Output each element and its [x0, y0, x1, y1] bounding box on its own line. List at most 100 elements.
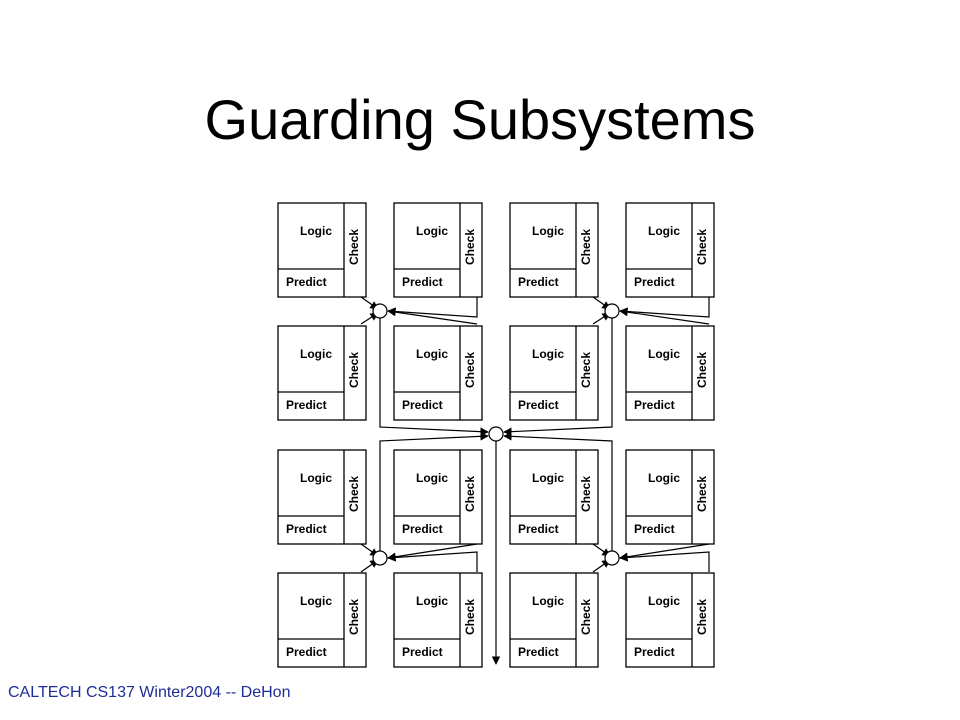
logic-label: Logic: [300, 594, 332, 608]
logic-label: Logic: [532, 347, 564, 361]
logic-label: Logic: [416, 471, 448, 485]
check-label: Check: [579, 352, 593, 388]
predict-label: Predict: [402, 398, 443, 412]
check-label: Check: [695, 476, 709, 512]
logic-label: Logic: [532, 224, 564, 238]
predict-label: Predict: [402, 645, 443, 659]
join-node: [372, 303, 388, 319]
predict-label: Predict: [402, 522, 443, 536]
cell-border: [509, 572, 599, 668]
check-label: Check: [347, 352, 361, 388]
predict-label: Predict: [402, 275, 443, 289]
logic-label: Logic: [300, 347, 332, 361]
cell-border: [277, 572, 367, 668]
footer-text: CALTECH CS137 Winter2004 -- DeHon: [8, 684, 291, 701]
check-wiring: [360, 296, 710, 665]
cell-border: [625, 449, 715, 545]
logic-label: Logic: [648, 471, 680, 485]
predict-label: Predict: [634, 398, 675, 412]
slide-title: Guarding Subsystems: [204, 88, 756, 151]
predict-label: Predict: [286, 645, 327, 659]
wire: [503, 432, 613, 551]
cell-border: [393, 572, 483, 668]
cell-border: [509, 202, 599, 298]
check-label: Check: [695, 352, 709, 388]
predict-label: Predict: [286, 398, 327, 412]
cell-border: [625, 572, 715, 668]
predict-label: Predict: [518, 522, 559, 536]
cell-border: [277, 449, 367, 545]
logic-label: Logic: [532, 594, 564, 608]
check-label: Check: [695, 229, 709, 265]
predict-label: Predict: [518, 398, 559, 412]
cell-border: [509, 325, 599, 421]
wire: [379, 432, 489, 551]
cell-border: [625, 325, 715, 421]
wire: [387, 297, 478, 318]
check-label: Check: [347, 229, 361, 265]
cell-border: [393, 202, 483, 298]
check-label: Check: [695, 599, 709, 635]
check-label: Check: [463, 229, 477, 265]
check-label: Check: [463, 476, 477, 512]
logic-label: Logic: [532, 471, 564, 485]
check-label: Check: [463, 599, 477, 635]
predict-label: Predict: [518, 275, 559, 289]
logic-label: Logic: [416, 347, 448, 361]
check-label: Check: [579, 599, 593, 635]
join-node: [604, 303, 620, 319]
predict-label: Predict: [634, 275, 675, 289]
check-label: Check: [579, 229, 593, 265]
join-points: [372, 303, 620, 566]
wire: [387, 551, 478, 572]
check-label: Check: [463, 352, 477, 388]
cell-border: [277, 325, 367, 421]
cell-border: [625, 202, 715, 298]
wire: [379, 318, 489, 436]
check-label: Check: [347, 476, 361, 512]
predict-label: Predict: [634, 522, 675, 536]
logic-label: Logic: [416, 224, 448, 238]
logic-label: Logic: [300, 471, 332, 485]
check-label: Check: [347, 599, 361, 635]
logic-label: Logic: [648, 594, 680, 608]
cell-border: [277, 202, 367, 298]
predict-label: Predict: [634, 645, 675, 659]
wire: [619, 543, 710, 561]
logic-label: Logic: [300, 224, 332, 238]
join-node: [372, 550, 388, 566]
check-label: Check: [579, 476, 593, 512]
logic-label: Logic: [648, 224, 680, 238]
wire: [619, 297, 710, 318]
wire: [387, 543, 478, 561]
logic-label: Logic: [648, 347, 680, 361]
cell-border: [393, 325, 483, 421]
predict-label: Predict: [286, 522, 327, 536]
cell-border: [509, 449, 599, 545]
logic-label: Logic: [416, 594, 448, 608]
predict-label: Predict: [286, 275, 327, 289]
wire: [387, 307, 478, 325]
wire: [619, 551, 710, 572]
join-node: [604, 550, 620, 566]
wire: [619, 307, 710, 325]
predict-label: Predict: [518, 645, 559, 659]
